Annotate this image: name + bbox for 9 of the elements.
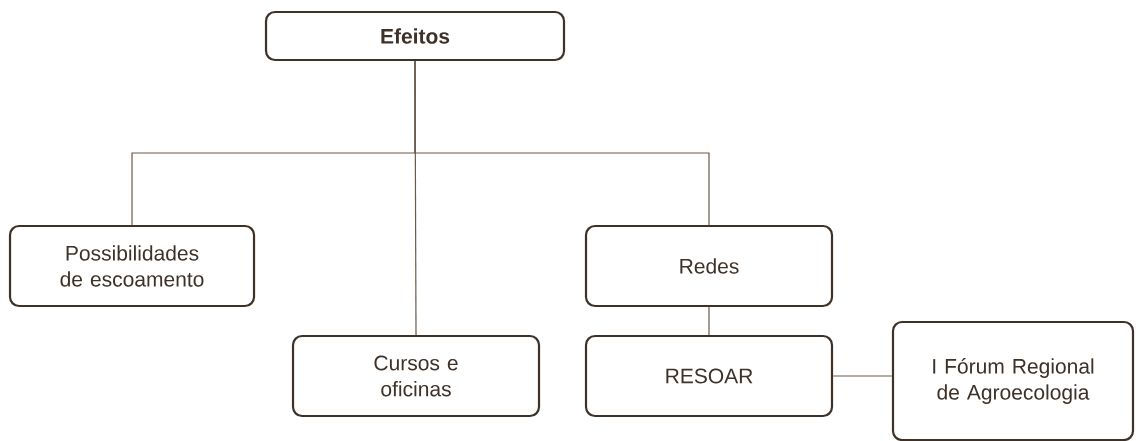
connector-line xyxy=(832,375,893,377)
process-box: Redes xyxy=(584,224,834,308)
connector-line xyxy=(708,306,710,336)
process-box: I Fórum Regional de Agroecologia xyxy=(891,320,1135,441)
process-box: Possibilidades de escoamento xyxy=(8,224,256,308)
process-box: Efeitos xyxy=(264,10,566,62)
process-box: Cursos e oficinas xyxy=(291,334,541,418)
process-box: RESOAR xyxy=(584,334,834,418)
connector-line xyxy=(414,60,710,226)
